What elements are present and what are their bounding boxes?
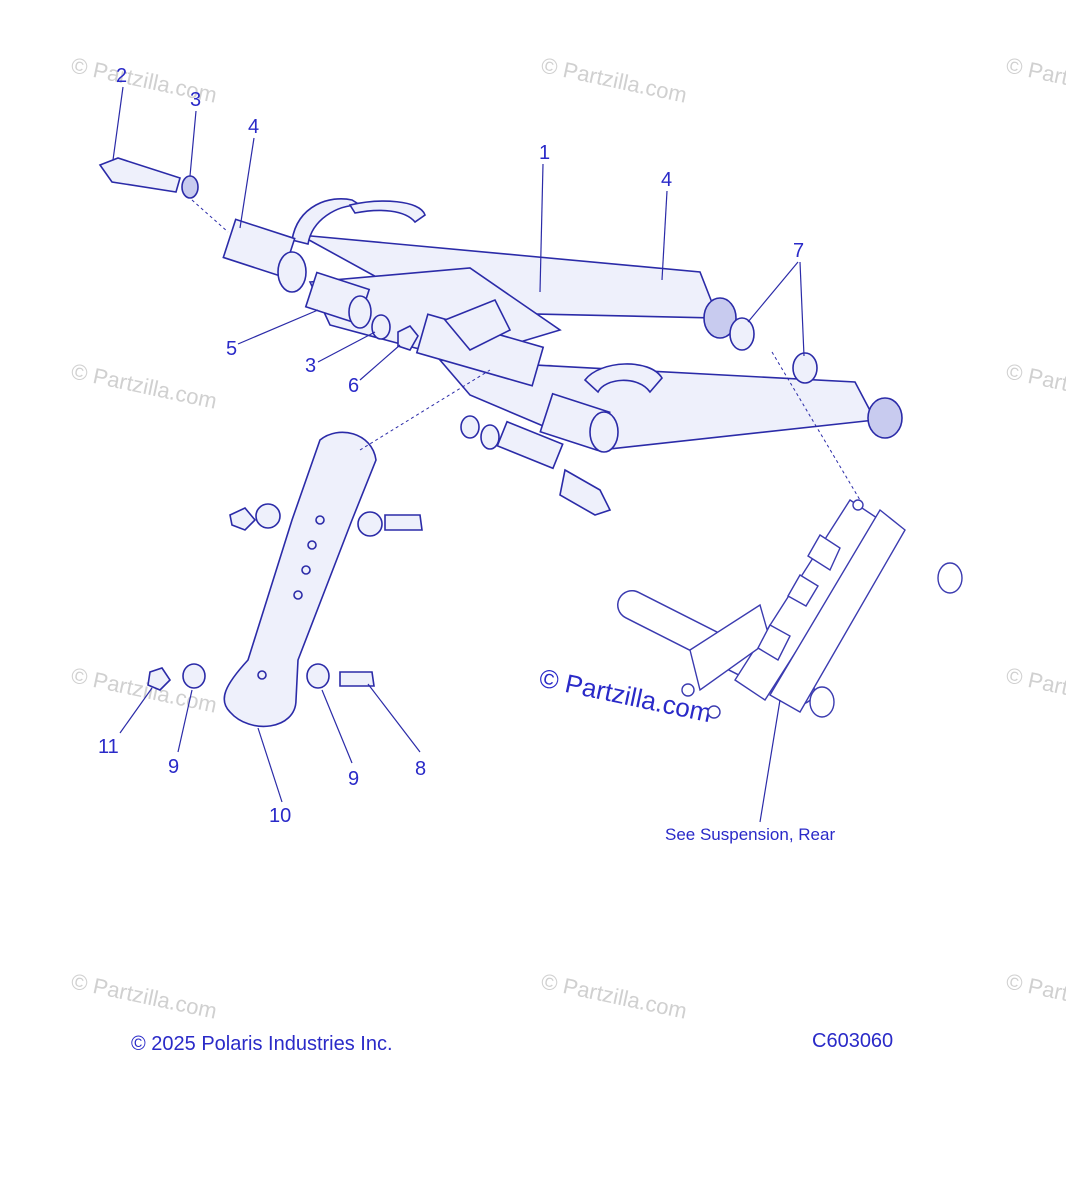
see-suspension-note: See Suspension, Rear — [665, 825, 835, 844]
watermark: © Partzilla.com — [69, 968, 219, 1023]
watermark: © Partzilla.com — [539, 968, 689, 1023]
copyright-text: © 2025 Polaris Industries Inc. — [131, 1033, 393, 1055]
watermark: © Partzilla.com — [1004, 52, 1066, 107]
watermark: © Partzilla.com — [1004, 662, 1066, 717]
watermark: © Partzilla.com — [69, 358, 219, 413]
hardware — [98, 157, 818, 516]
a-arm-assembly — [222, 198, 903, 453]
callout-10: 10 — [269, 805, 291, 827]
callout-3-top: 3 — [190, 89, 201, 111]
diagram-code: C603060 — [812, 1030, 893, 1052]
callout-3-mid: 3 — [305, 355, 316, 377]
callout-8: 8 — [415, 758, 426, 780]
callout-4-left: 4 — [248, 116, 259, 138]
callout-9-left: 9 — [168, 756, 179, 778]
watermark: © Partzilla.com — [539, 52, 689, 107]
watermark: © Partzilla.com — [1004, 968, 1066, 1023]
watermark-layer: © Partzilla.com © Partzilla.com © Partzi… — [69, 52, 1066, 1023]
callout-7: 7 — [793, 240, 804, 262]
callouts: 2 3 4 1 4 7 5 3 6 11 9 9 8 10 — [98, 65, 804, 827]
footer: © 2025 Polaris Industries Inc. C603060 — [131, 1030, 893, 1055]
callout-9-right: 9 — [348, 768, 359, 790]
callout-1: 1 — [539, 142, 550, 164]
callout-4-right: 4 — [661, 169, 672, 191]
callout-11: 11 — [98, 736, 119, 758]
callout-2: 2 — [116, 65, 127, 87]
watermark: © Partzilla.com — [1004, 358, 1066, 413]
callout-6: 6 — [348, 375, 359, 397]
rear-suspension-reference — [617, 464, 963, 719]
bolt-2 — [98, 157, 181, 193]
link-arm — [147, 431, 423, 728]
callout-5: 5 — [226, 338, 237, 360]
leader-lines — [112, 86, 861, 823]
